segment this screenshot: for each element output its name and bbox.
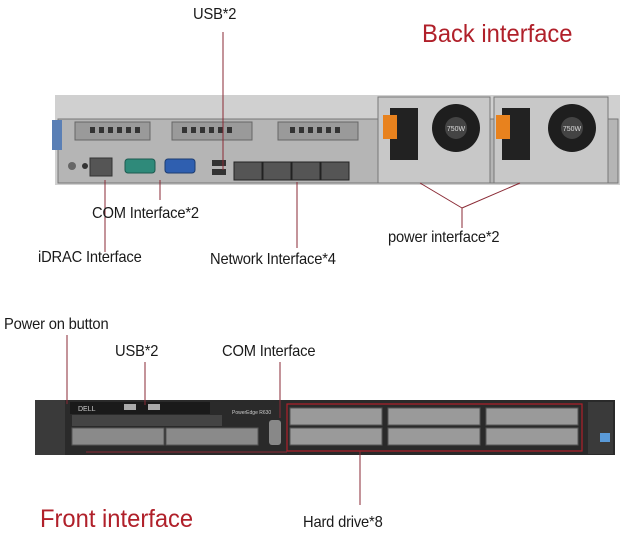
rail-latch [52, 120, 62, 150]
psu-1-rating: 750W [447, 126, 466, 133]
com-port [124, 158, 156, 174]
dell-logo: DELL [78, 406, 96, 413]
psu-1 [377, 96, 491, 184]
back-idrac-label: iDRAC Interface [38, 249, 142, 266]
psu-2-rating: 750W [563, 126, 582, 133]
vga-port [164, 158, 196, 174]
back-network-label: Network Interface*4 [210, 251, 336, 268]
idrac-port [89, 157, 113, 177]
back-usb-label: USB*2 [193, 6, 237, 23]
front-leader-lines [66, 335, 361, 505]
hard-drive-highlight [286, 403, 583, 452]
front-hard-drive-label: Hard drive*8 [303, 514, 383, 531]
psu-2 [493, 96, 609, 184]
back-com-label: COM Interface*2 [92, 205, 199, 222]
front-usb-label: USB*2 [115, 343, 159, 360]
model-label: PowerEdge R630 [232, 410, 271, 416]
network-ports [233, 161, 350, 181]
front-com-label: COM Interface [222, 343, 316, 360]
back-chassis [52, 95, 620, 185]
usb-port [212, 160, 226, 166]
back-interface-title: Back interface [422, 20, 573, 48]
front-power-button-label: Power on button [4, 316, 109, 333]
front-chassis: DELL PowerEdge R630 [35, 400, 615, 455]
usb-port [212, 169, 226, 175]
front-interface-title: Front interface [40, 505, 194, 533]
back-power-label: power interface*2 [388, 229, 500, 246]
back-leader-lines [104, 32, 521, 252]
